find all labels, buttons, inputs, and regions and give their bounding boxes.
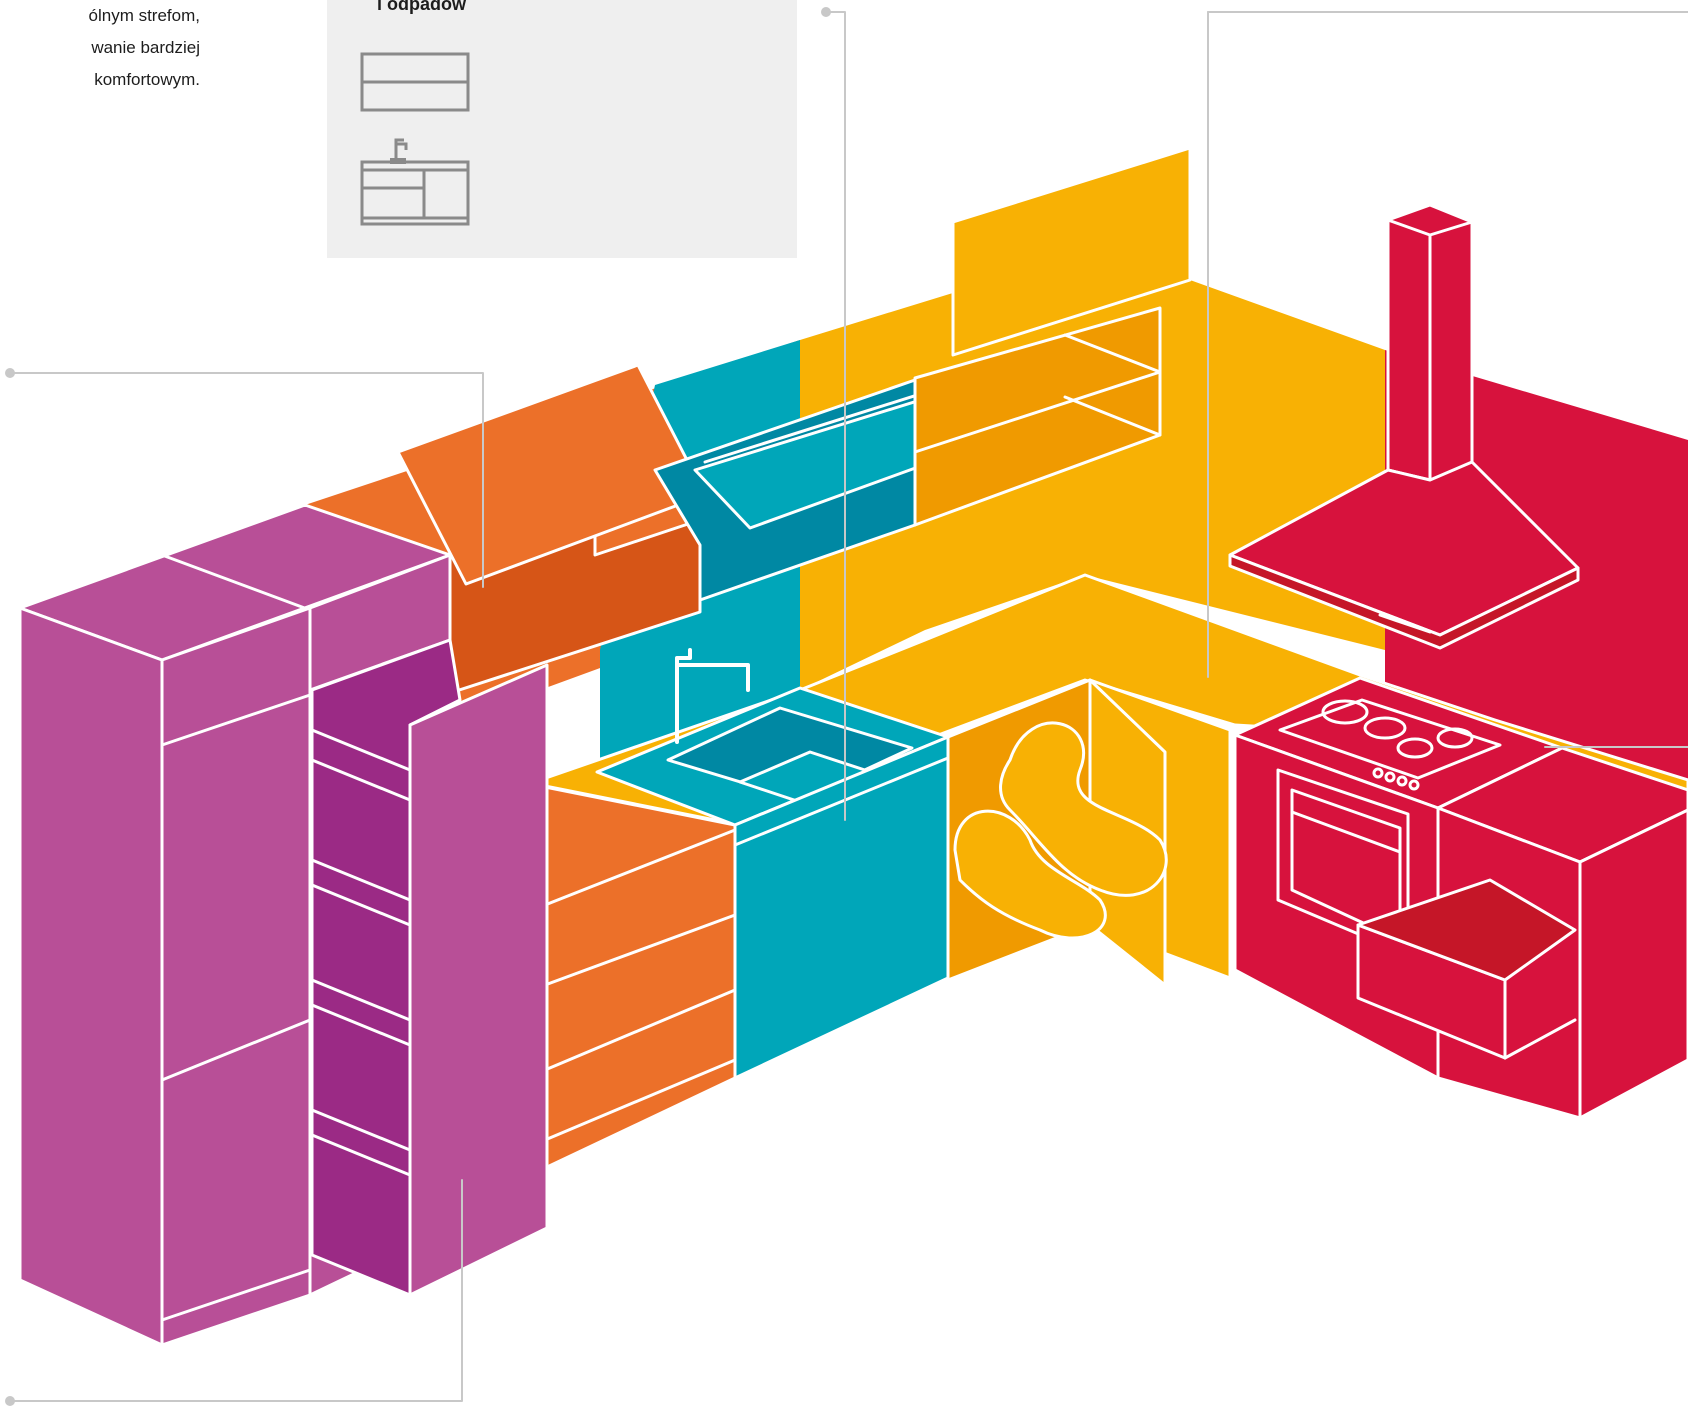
base-cabinet-preparation: [545, 787, 735, 1168]
corner-unit: [948, 680, 1230, 985]
larder-door-open: [410, 665, 547, 1295]
pull-out-larder: [312, 640, 547, 1295]
